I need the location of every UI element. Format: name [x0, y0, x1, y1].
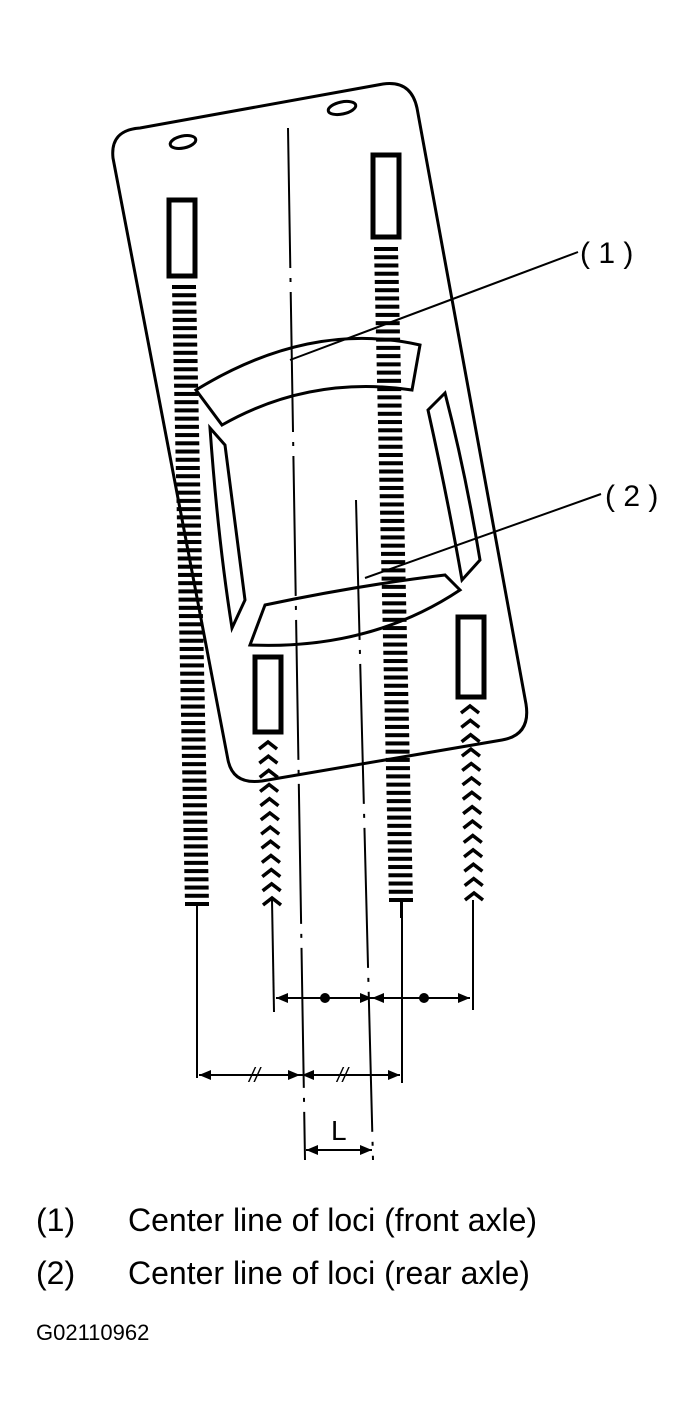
- tire-track-rear-left: [257, 739, 283, 907]
- left-side-cutout: [208, 423, 247, 634]
- equal-mark-right: //: [335, 1065, 351, 1087]
- front-track-dimension: // //: [199, 1065, 400, 1087]
- mounting-hole-right: [326, 99, 358, 117]
- leader-line-2: [364, 493, 602, 579]
- tire-track-rear-right: [459, 703, 485, 902]
- wheel-rear-left: [252, 654, 284, 735]
- front-crossmember-cutout: [193, 336, 422, 427]
- figure-code: G02110962: [36, 1320, 150, 1345]
- legend-item-1: (1) Center line of loci (front axle): [36, 1202, 537, 1239]
- rear-crossmember-cutout: [247, 573, 463, 647]
- callout-marker-2: ( 2 ): [605, 480, 658, 513]
- extension-line-rear-left: [271, 899, 275, 1013]
- equal-mark-left: //: [247, 1065, 263, 1087]
- leader-line-1: [289, 251, 579, 361]
- tire-track-front-left: [172, 285, 209, 922]
- legend-item-2: (2) Center line of loci (rear axle): [36, 1255, 530, 1292]
- rear-axle-center-line: [355, 499, 374, 1161]
- tire-track-front-right: [374, 247, 413, 918]
- legend-text-1: Center line of loci (front axle): [128, 1202, 538, 1238]
- wheel-front-right: [370, 152, 402, 240]
- front-axle-center-line: [287, 127, 306, 1161]
- mounting-hole-left: [168, 134, 198, 150]
- wheel-rear-right: [455, 614, 487, 700]
- legend-number-1: (1): [36, 1202, 76, 1238]
- wheel-front-left: [166, 197, 198, 279]
- offset-dimension-l: L: [306, 1115, 372, 1155]
- vehicle-body-outline: [111, 82, 529, 784]
- legend-text-2: Center line of loci (rear axle): [128, 1255, 530, 1291]
- callout-marker-1: ( 1 ): [580, 237, 633, 270]
- right-side-cutout: [426, 390, 482, 584]
- legend-number-2: (2): [36, 1255, 76, 1291]
- rear-track-dimension: [276, 993, 470, 1003]
- dimension-label-l: L: [331, 1115, 347, 1146]
